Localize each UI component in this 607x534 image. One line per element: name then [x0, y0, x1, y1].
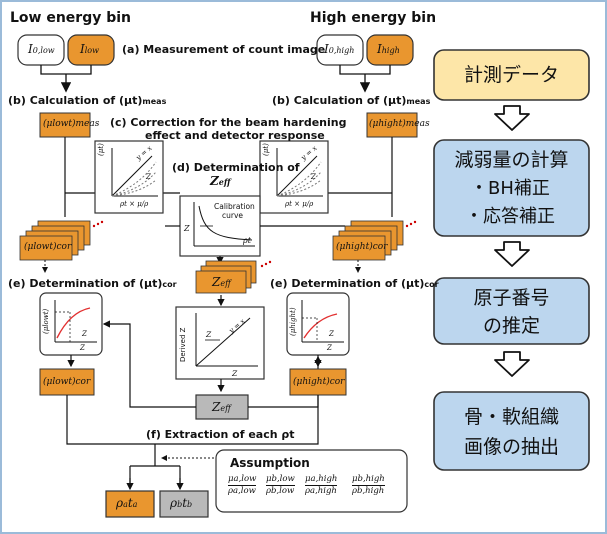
e-right-z-label: Z	[329, 330, 334, 338]
mid-z-label: Z	[206, 330, 212, 339]
flow-step3-line2: の推定	[482, 315, 540, 337]
flow-step-attenuation	[433, 139, 590, 237]
c-right-ylabel: (μt)	[262, 143, 270, 156]
meas-low-label: (μlowt)meas	[43, 119, 100, 129]
e-left-xlabel: Z	[80, 344, 85, 352]
arrow-a-b-low	[40, 65, 92, 90]
cor-low-box	[39, 368, 95, 396]
i-low-label: Ilow	[80, 42, 99, 56]
mid-ylabel: Derived Z	[179, 327, 187, 362]
flow-step4-line2: 画像の抽出	[463, 436, 559, 458]
step-d-line1: (d) Determination of	[172, 161, 300, 174]
flow-arrow-1	[494, 105, 530, 131]
flow-arrow-3	[494, 351, 530, 377]
step-d-var: Zeff	[210, 174, 231, 188]
cor-stack-low	[19, 220, 104, 261]
calibration-xlabel: ρt	[243, 236, 251, 245]
i0-low-label: I0,low	[28, 42, 55, 56]
flow-step-measurement	[433, 49, 590, 101]
zeff-stack	[195, 260, 272, 294]
calibration-ylabel: Z	[184, 224, 190, 233]
rho-b-box	[159, 490, 209, 518]
step-c-line1: (c) Correction for the beam hardening	[110, 116, 347, 129]
cor-low-label: (μlowt)cor	[43, 377, 91, 387]
flow-step-extraction	[433, 391, 590, 471]
flow-arrow-2	[494, 241, 530, 267]
zeff-stack-label: Zeff	[212, 275, 231, 289]
e-left-z-label: Z	[82, 330, 87, 338]
step-f-label: (f) Extraction of each ρt	[146, 428, 295, 441]
c-left-ylabel: (μt)	[97, 143, 105, 156]
assumption-title: Assumption	[230, 456, 310, 470]
step-c-line2: effect and detector response	[145, 129, 325, 142]
c-right-xlabel: ρt × μ/ρ	[285, 200, 314, 208]
correction-plot-low	[94, 140, 164, 214]
flow-step4-line1: 骨・軟組織	[463, 406, 559, 428]
flow-step3-line1: 原子番号	[473, 287, 550, 309]
derived-zeff-plot	[175, 306, 265, 380]
assumption-formula-4: μb,high ρb,high	[352, 474, 385, 496]
meas-high-label: (μhight)meas	[369, 119, 430, 129]
e-right-ylabel: (μhight)	[289, 307, 297, 336]
flow-step-atomic-number	[433, 277, 590, 345]
low-energy-label: Low energy bin	[10, 10, 132, 26]
extraction-connector	[66, 395, 319, 445]
mid-xlabel: Z	[232, 369, 238, 378]
flow-step2-item1: ・BH補正	[470, 178, 550, 199]
i0-high-label: I0,high	[324, 42, 355, 56]
flow-step2-title: 減弱量の計算	[454, 149, 569, 171]
rho-b-label: ρbtb	[170, 496, 193, 510]
meas-high-box	[366, 112, 418, 138]
correction-plot-high	[259, 140, 329, 214]
assumption-formula-2: μb,low ρb,low	[266, 474, 295, 496]
step-a-label: (a) Measurement of count image	[122, 43, 326, 56]
step-e-high-label: (e) Determination of (μt)cor	[270, 277, 439, 290]
zeff-gray-label: Zeff	[212, 400, 231, 414]
cor-plot-low	[39, 292, 103, 356]
high-energy-label: High energy bin	[310, 10, 437, 26]
rho-a-label: ρata	[116, 496, 138, 510]
assumption-formula-1: μa,low ρa,low	[228, 474, 257, 496]
c-left-xlabel: ρt × μ/ρ	[120, 200, 149, 208]
c-right-z-label: Z	[311, 173, 316, 181]
c-left-z-label: Z	[146, 173, 151, 181]
step-b-low-label: (b) Calculation of (μt)meas	[8, 94, 167, 107]
e-right-xlabel: Z	[327, 344, 332, 352]
step-b-high-label: (b) Calculation of (μt)meas	[272, 94, 431, 107]
assumption-formula-3: μa,high ρa,high	[305, 474, 338, 496]
cor-high-stack-label: (μhight)cor	[336, 242, 388, 252]
cor-stack-high	[332, 220, 417, 261]
cor-low-stack-label: (μlowt)cor	[24, 242, 72, 252]
rho-a-box	[105, 490, 155, 518]
cor-plot-high	[286, 292, 350, 356]
flow-step1-text: 計測データ	[463, 64, 559, 86]
flow-step2-item2: ・応答補正	[465, 206, 555, 227]
e-left-ylabel: (μlowt)	[42, 308, 50, 334]
i-high-label: Ihigh	[377, 42, 400, 56]
calibration-label2: curve	[222, 211, 244, 220]
calibration-label1: Calibration	[214, 202, 255, 211]
assumption-box	[215, 449, 408, 513]
arrow-a-b-high	[339, 65, 391, 90]
step-e-low-label: (e) Determination of (μt)cor	[8, 277, 177, 290]
cor-high-label: (μhight)cor	[293, 377, 345, 387]
